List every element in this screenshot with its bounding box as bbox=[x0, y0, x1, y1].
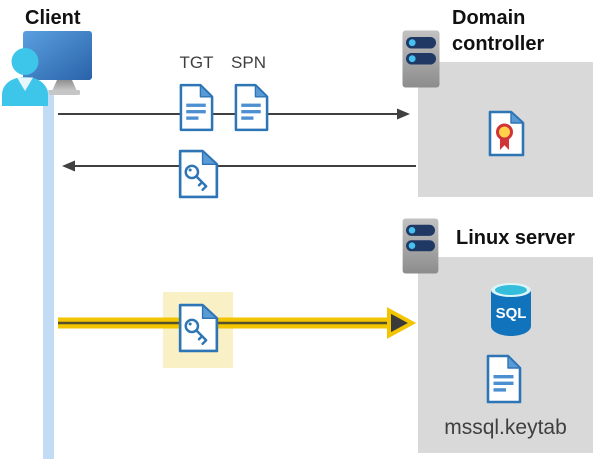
spn-document-icon bbox=[234, 83, 269, 132]
linux-server-label: Linux server bbox=[456, 227, 575, 249]
keytab-label: mssql.keytab bbox=[444, 416, 567, 439]
server-icon bbox=[402, 218, 439, 274]
client-label: Client bbox=[25, 7, 81, 29]
keytab-document-icon bbox=[486, 354, 522, 404]
tgt-label: TGT bbox=[179, 53, 214, 72]
tgt-document-icon bbox=[179, 83, 214, 132]
client-workstation-icon bbox=[2, 31, 92, 106]
sql-database-icon: SQL bbox=[491, 283, 531, 336]
spn-label: SPN bbox=[231, 53, 266, 72]
server-icon bbox=[402, 30, 440, 88]
service-ticket-arrow bbox=[58, 307, 417, 339]
key-document-icon bbox=[178, 303, 219, 353]
sql-label: SQL bbox=[496, 305, 527, 322]
response-arrow bbox=[62, 160, 416, 172]
client-lifeline bbox=[43, 90, 54, 459]
request-arrow bbox=[58, 108, 410, 120]
key-document-icon bbox=[178, 149, 219, 199]
certificate-icon bbox=[488, 110, 525, 157]
domain-controller-label: Domain controller bbox=[452, 7, 545, 55]
